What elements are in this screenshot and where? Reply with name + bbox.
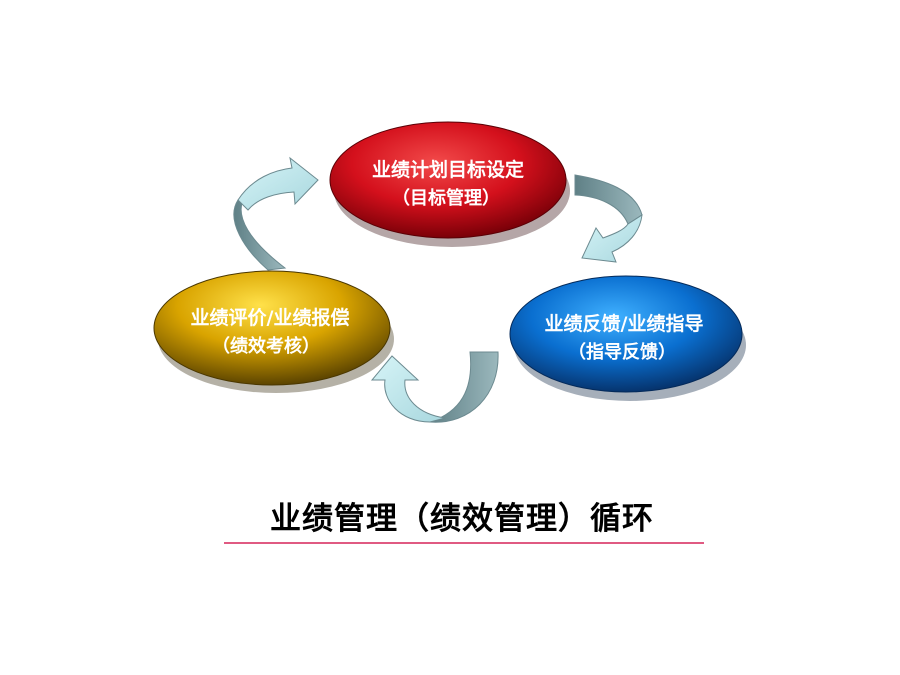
node-plan: 业绩计划目标设定 （目标管理）	[329, 121, 570, 247]
node-evaluation: 业绩评价/业绩报偿 （绩效考核）	[153, 270, 394, 393]
caption-underline	[224, 542, 704, 544]
node-plan-line1: 业绩计划目标设定	[372, 158, 524, 181]
node-evaluation-line1: 业绩评价/业绩报偿	[191, 306, 350, 329]
arrow-plan-to-feedback	[574, 174, 643, 263]
diagram-caption: 业绩管理（绩效管理）循环	[270, 501, 654, 537]
node-feedback: 业绩反馈/业绩指导 （指导反馈）	[509, 275, 746, 401]
arrow-feedback-to-evaluation	[370, 351, 499, 423]
arrow-evaluation-to-plan	[233, 156, 319, 271]
node-feedback-line1: 业绩反馈/业绩指导	[545, 312, 704, 335]
node-feedback-line2: （指导反馈）	[568, 341, 676, 363]
node-evaluation-line2: （绩效考核）	[212, 335, 320, 357]
node-plan-line2: （目标管理）	[392, 187, 500, 209]
